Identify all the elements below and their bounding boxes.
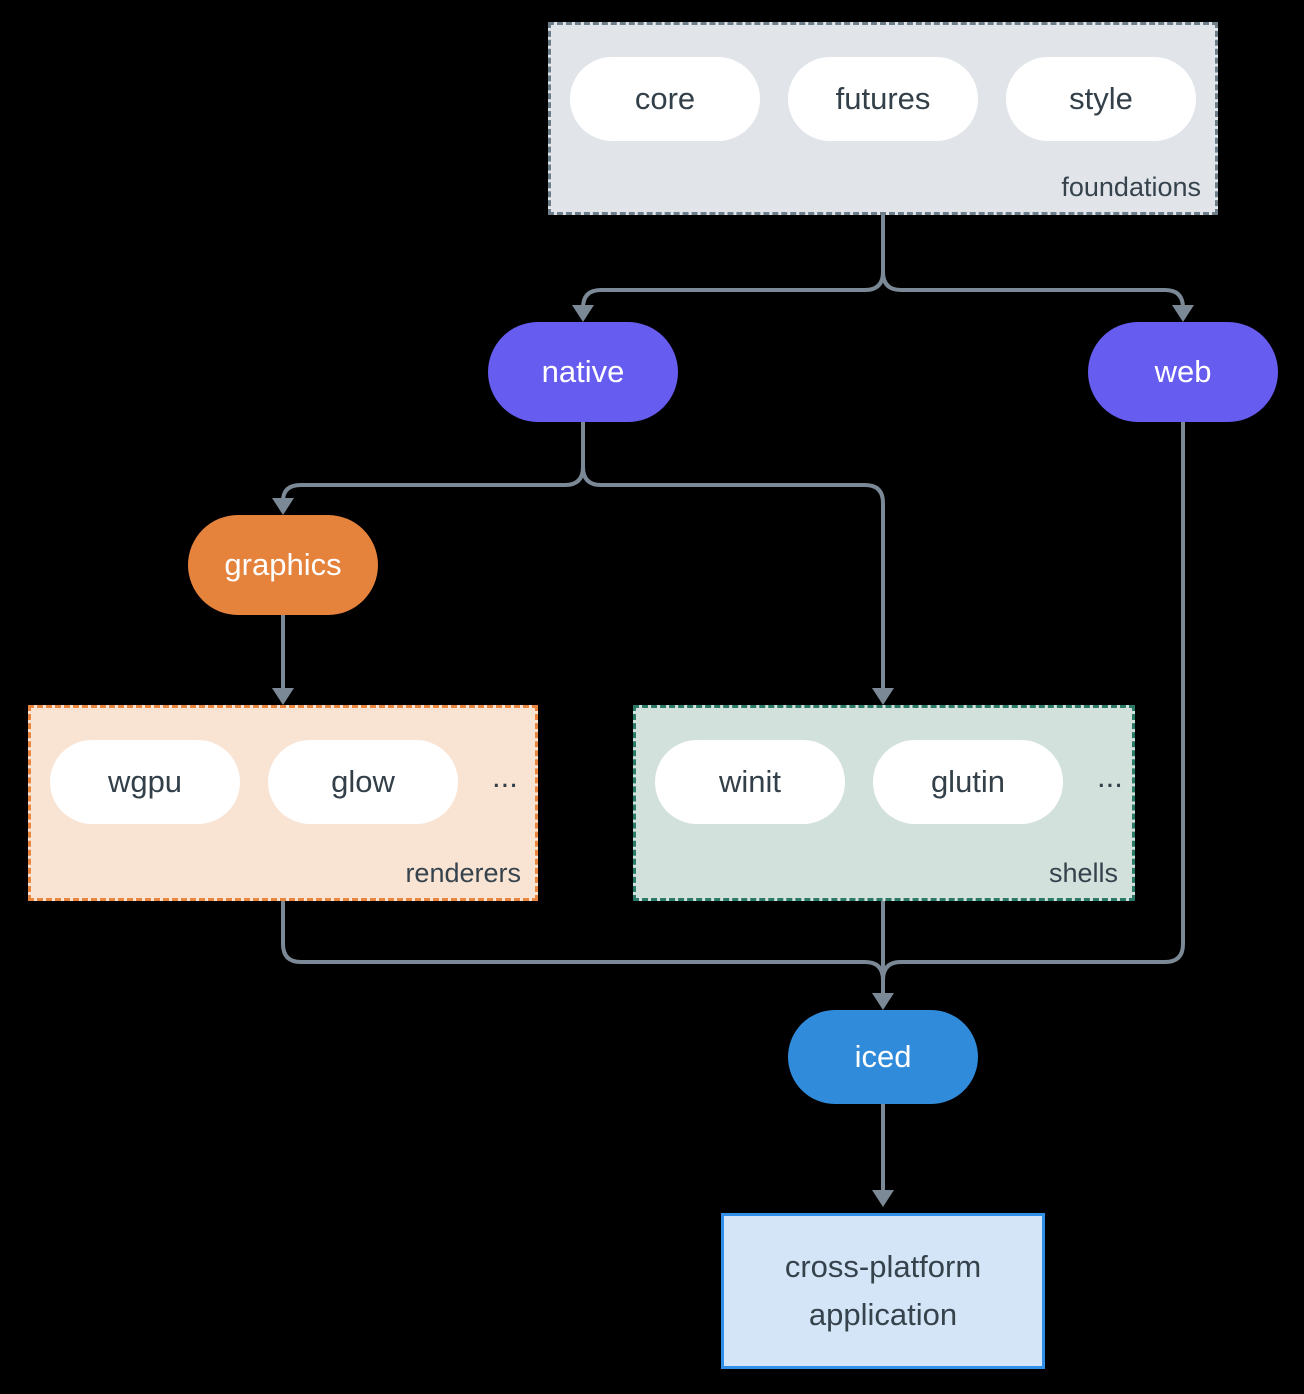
node-web: web — [1088, 322, 1278, 422]
group-foundations: core futures style foundations — [548, 22, 1218, 215]
node-winit: winit — [655, 740, 845, 824]
group-shells: winit glutin ... shells — [633, 705, 1135, 901]
cross-platform-application-box: cross-platform application — [721, 1213, 1045, 1369]
renderers-ellipsis: ... — [492, 759, 518, 794]
node-glutin: glutin — [873, 740, 1063, 824]
shells-label: shells — [1048, 858, 1118, 888]
edge-foundations-to-native-web — [572, 215, 1194, 322]
shells-ellipsis: ... — [1097, 759, 1123, 794]
node-iced: iced — [788, 1010, 978, 1104]
node-graphics: graphics — [188, 515, 378, 615]
edge-merge-to-iced — [281, 422, 1185, 1010]
edge-native-to-graphics-shells — [272, 422, 894, 705]
renderers-label: renderers — [405, 858, 521, 888]
node-wgpu: wgpu — [50, 740, 240, 824]
node-native: native — [488, 322, 678, 422]
renderers-pill-row: wgpu glow ... — [31, 708, 535, 824]
node-futures: futures — [788, 57, 978, 141]
group-renderers: wgpu glow ... renderers — [28, 705, 538, 901]
node-glow: glow — [268, 740, 458, 824]
application-label: cross-platform application — [784, 1248, 982, 1332]
node-core: core — [570, 57, 760, 141]
shells-pill-row: winit glutin ... — [636, 708, 1132, 824]
foundations-label: foundations — [1061, 172, 1201, 202]
node-style: style — [1006, 57, 1196, 141]
edge-graphics-to-renderers — [272, 615, 294, 705]
foundations-pill-row: core futures style — [551, 25, 1215, 141]
edge-iced-to-application — [872, 1104, 894, 1207]
